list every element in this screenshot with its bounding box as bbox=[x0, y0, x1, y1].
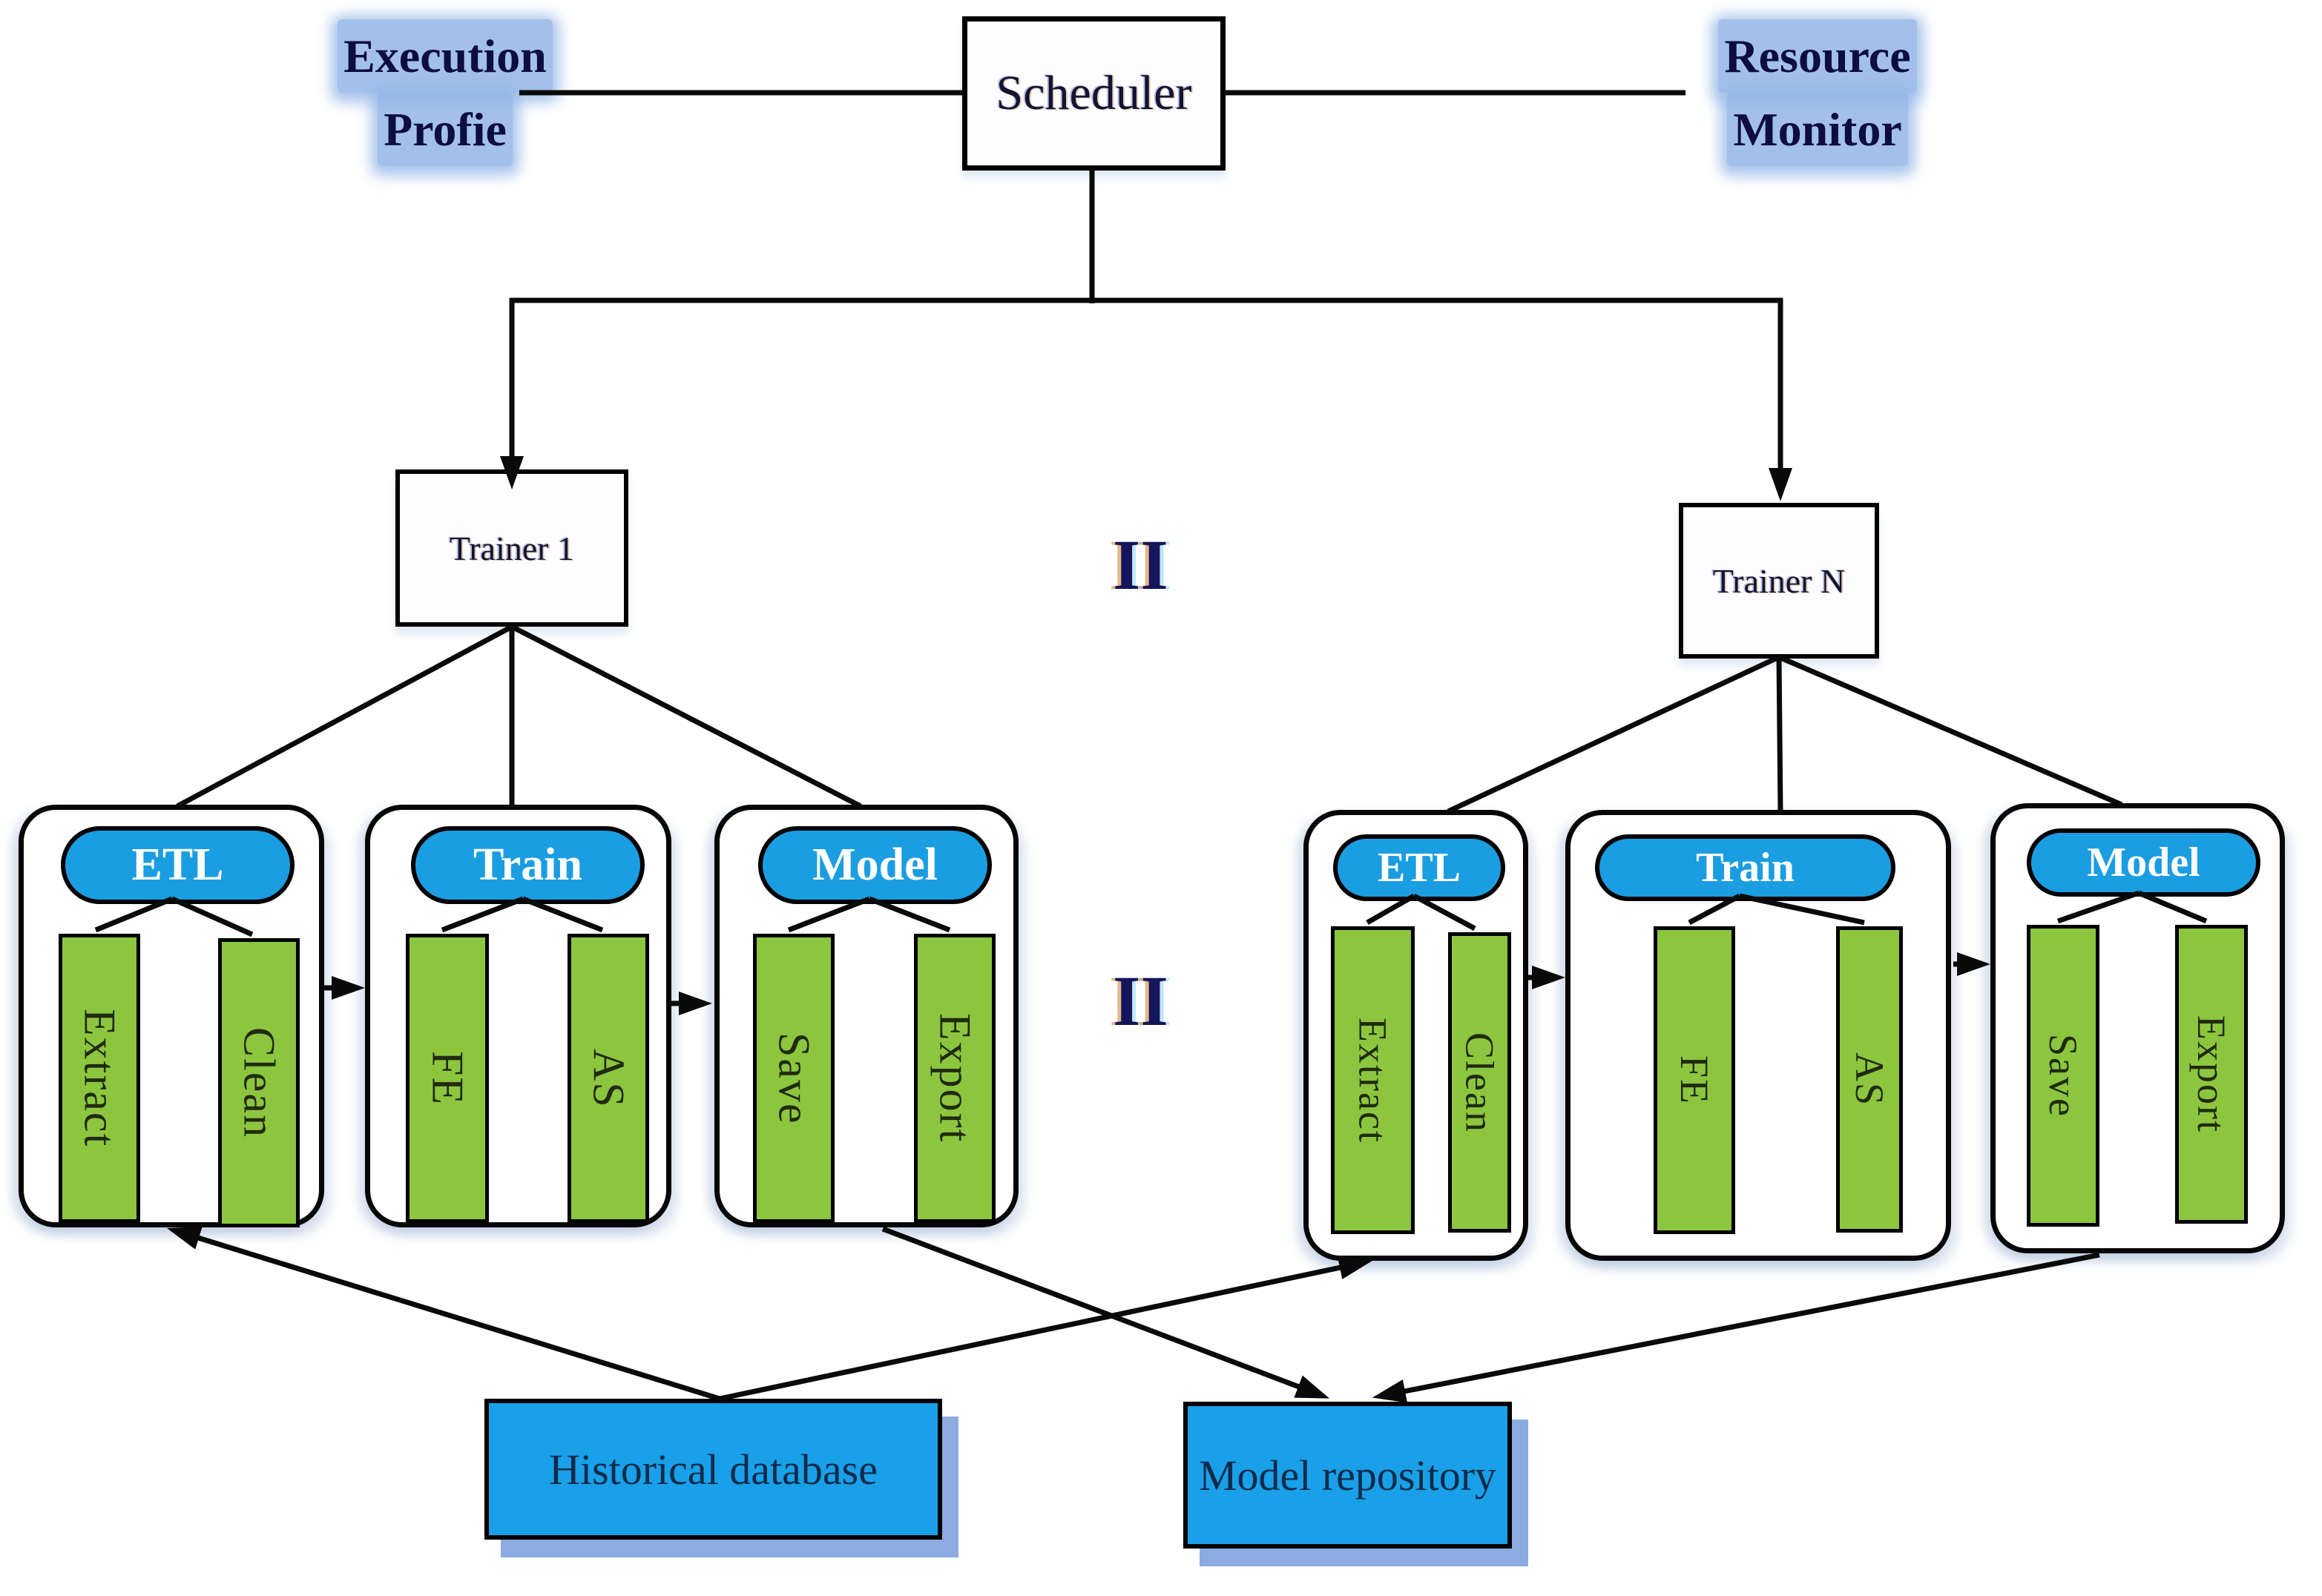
trainer-1-label: Trainer 1 bbox=[449, 529, 575, 567]
clean-label-left: Clean bbox=[234, 1027, 284, 1138]
as-step-right: AS bbox=[1836, 926, 1903, 1233]
etl-pill-right: ETL bbox=[1333, 834, 1505, 901]
etl-group-right: ETL Extract Clean bbox=[1303, 810, 1528, 1261]
historical-database-label: Historical database bbox=[549, 1445, 878, 1494]
etl-pill-left: ETL bbox=[61, 826, 295, 904]
export-label-left: Export bbox=[930, 1013, 980, 1144]
export-label-right: Export bbox=[2189, 1015, 2234, 1133]
as-label-left: AS bbox=[584, 1048, 634, 1109]
parallel-symbol-middle: II bbox=[1113, 961, 1168, 1041]
trainer-1-node: Trainer 1 bbox=[395, 469, 628, 627]
scheduler-node: Scheduler bbox=[962, 16, 1226, 171]
fe-label-left: FE bbox=[423, 1050, 473, 1107]
as-step-left: AS bbox=[568, 934, 649, 1223]
model-group-right: Model Save Export bbox=[1990, 803, 2285, 1253]
save-label-right: Save bbox=[2041, 1034, 2085, 1118]
as-label-right: AS bbox=[1847, 1052, 1892, 1107]
extract-step-right: Extract bbox=[1331, 926, 1415, 1234]
train-group-right: Train FE AS bbox=[1565, 810, 1951, 1261]
extract-label-right: Extract bbox=[1350, 1017, 1395, 1144]
model-repository-label: Model repository bbox=[1198, 1451, 1497, 1500]
execution-profile-line1: Execution bbox=[338, 19, 553, 93]
trainer-n-label: Trainer N bbox=[1712, 561, 1846, 600]
extract-label-left: Extract bbox=[75, 1009, 125, 1148]
resource-monitor-line2: Monitor bbox=[1727, 93, 1908, 167]
historical-database-node: Historical database bbox=[484, 1399, 942, 1540]
model-pill-right: Model bbox=[2027, 828, 2260, 897]
train-pill-right: Train bbox=[1595, 834, 1895, 901]
resource-monitor-line1: Resource bbox=[1718, 19, 1917, 93]
export-step-right: Export bbox=[2175, 925, 2248, 1224]
trainer-n-node: Trainer N bbox=[1679, 503, 1879, 659]
clean-step-right: Clean bbox=[1448, 932, 1511, 1233]
extract-step-left: Extract bbox=[59, 934, 140, 1223]
save-step-right: Save bbox=[2027, 925, 2099, 1227]
fe-step-right: FE bbox=[1654, 926, 1735, 1234]
model-group-left: Model Save Export bbox=[714, 805, 1019, 1227]
execution-profile-line2: Profie bbox=[378, 93, 513, 167]
parallel-symbol-top: II bbox=[1113, 525, 1168, 604]
clean-label-right: Clean bbox=[1457, 1032, 1502, 1133]
save-step-left: Save bbox=[753, 934, 835, 1223]
clean-step-left: Clean bbox=[218, 938, 300, 1227]
fe-label-right: FE bbox=[1672, 1055, 1717, 1106]
resource-monitor-label: Resource Monitor bbox=[1654, 19, 1981, 167]
train-group-left: Train FE AS bbox=[365, 805, 671, 1227]
export-step-left: Export bbox=[914, 934, 996, 1223]
etl-group-left: ETL Extract Clean bbox=[19, 805, 324, 1227]
model-pill-left: Model bbox=[758, 826, 992, 904]
fe-step-left: FE bbox=[406, 934, 489, 1223]
train-pill-left: Train bbox=[411, 826, 645, 904]
model-repository-node: Model repository bbox=[1183, 1402, 1512, 1549]
scheduler-label: Scheduler bbox=[996, 66, 1192, 120]
save-label-left: Save bbox=[769, 1032, 819, 1125]
execution-profile-label: Execution Profie bbox=[282, 19, 608, 167]
